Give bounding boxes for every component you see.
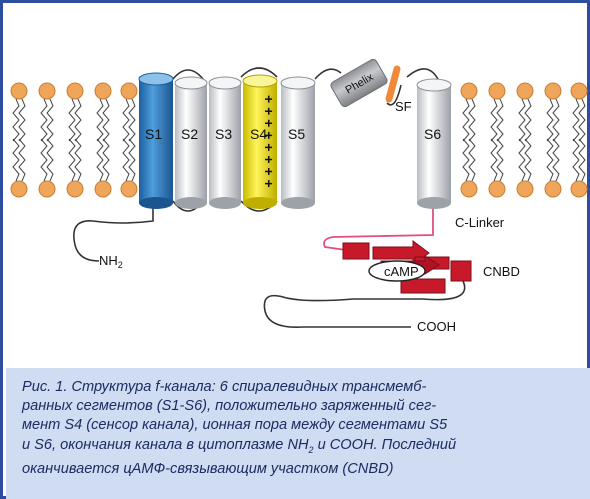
lipid-head — [120, 180, 138, 198]
lipid-head — [544, 180, 562, 198]
lipid-bilayer-left — [10, 82, 138, 198]
selectivity-filter — [385, 65, 401, 103]
helix-s2 — [174, 76, 208, 209]
lipid-tail — [462, 138, 470, 182]
lipid-tail — [546, 138, 554, 182]
n-terminus-chain — [73, 203, 154, 262]
label-s3: S3 — [215, 126, 232, 142]
lipid-tail — [572, 98, 580, 142]
lipid-head — [94, 180, 112, 198]
lipid-tail — [518, 138, 526, 182]
lipid-tail — [40, 98, 48, 142]
helix-s6 — [416, 78, 452, 209]
caption-line-2: ранных сегментов (S1-S6), положительно з… — [22, 398, 437, 415]
lipid-tail — [68, 138, 76, 182]
lipid-head — [66, 82, 84, 100]
lipid-head — [460, 82, 478, 100]
helix-s4 — [242, 74, 278, 209]
lipid-head — [488, 82, 506, 100]
lipid-tail — [496, 98, 504, 142]
lipid-tail — [578, 98, 586, 142]
lipid-tail — [96, 138, 104, 182]
caption-line-3: мент S4 (сенсор канала), ионная пора меж… — [22, 417, 448, 434]
lipid-tail — [128, 138, 136, 182]
lipid-tail — [18, 98, 26, 142]
extracellular-loops — [172, 67, 440, 106]
caption-line-5: оканчивается цАМФ-связывающим участком (… — [22, 460, 394, 477]
lipid-head — [10, 180, 28, 198]
lipid-head — [38, 82, 56, 100]
lipid-tail — [122, 98, 130, 142]
label-s2: S2 — [181, 126, 198, 142]
label-nh: NH2 — [99, 253, 123, 270]
label-s6: S6 — [424, 126, 441, 142]
lipid-tail — [74, 138, 82, 182]
lipid-tail — [18, 138, 26, 182]
lipid-tail — [524, 138, 532, 182]
label-sf: SF — [395, 99, 412, 114]
lipid-head — [94, 82, 112, 100]
lipid-tail — [552, 98, 560, 142]
label-camp: cAMP — [384, 264, 419, 279]
lipid-tail — [102, 98, 110, 142]
s4-charges: + + + + + + + + — [261, 95, 277, 188]
lipid-tail — [490, 98, 498, 142]
lipid-tail — [102, 138, 110, 182]
camp-ligand — [368, 260, 426, 282]
lipid-tail — [122, 138, 130, 182]
helix-s1 — [138, 72, 174, 209]
caption-line-1: Рис. 1. Структура f-канала: 6 спиралевид… — [22, 379, 427, 395]
lipid-head — [120, 82, 138, 100]
lipid-head — [488, 180, 506, 198]
c-linker-chain — [323, 203, 434, 252]
lipid-tail — [468, 98, 476, 142]
lipid-head — [516, 180, 534, 198]
lipid-head — [10, 82, 28, 100]
lipid-tail — [96, 98, 104, 142]
lipid-tail — [46, 138, 54, 182]
helix-s5 — [280, 76, 316, 209]
cnbd-domain — [342, 240, 472, 294]
lipid-head — [570, 180, 588, 198]
lipid-tail — [496, 138, 504, 182]
lipid-tail — [74, 98, 82, 142]
lipid-tail — [46, 98, 54, 142]
p-helix: Phelix — [330, 58, 388, 108]
lipid-head — [570, 82, 588, 100]
label-cnbd: CNBD — [483, 264, 520, 279]
channel-diagram: + + + + + + + + Phelix S1 S2 S3 S4 S5 S6… — [10, 58, 588, 334]
figure-caption: Рис. 1. Структура f-канала: 6 спиралевид… — [6, 368, 590, 499]
c-terminus-chain — [263, 280, 466, 328]
lipid-tail — [12, 98, 20, 142]
lipid-tail — [490, 138, 498, 182]
lipid-tail — [468, 138, 476, 182]
lipid-tail — [128, 98, 136, 142]
caption-line-4: и S6, окончания канала в цитоплазме NH2 … — [22, 436, 457, 455]
label-cooh: COOH — [417, 319, 456, 334]
lipid-tail — [462, 98, 470, 142]
label-c-linker: C-Linker — [455, 215, 505, 230]
lipid-head — [66, 180, 84, 198]
lipid-tail — [40, 138, 48, 182]
label-s5: S5 — [288, 126, 305, 142]
lipid-head — [38, 180, 56, 198]
lipid-tail — [524, 98, 532, 142]
lipid-tail — [546, 98, 554, 142]
lipid-tail — [12, 138, 20, 182]
label-s1: S1 — [145, 126, 162, 142]
helix-s3 — [208, 76, 242, 209]
lipid-tail — [572, 138, 580, 182]
lipid-head — [516, 82, 534, 100]
lipid-bilayer-right — [460, 82, 588, 198]
lipid-head — [460, 180, 478, 198]
label-s4: S4 — [250, 126, 267, 142]
lipid-tail — [518, 98, 526, 142]
lipid-tail — [552, 138, 560, 182]
lipid-tail — [578, 138, 586, 182]
lipid-head — [544, 82, 562, 100]
lipid-tail — [68, 98, 76, 142]
